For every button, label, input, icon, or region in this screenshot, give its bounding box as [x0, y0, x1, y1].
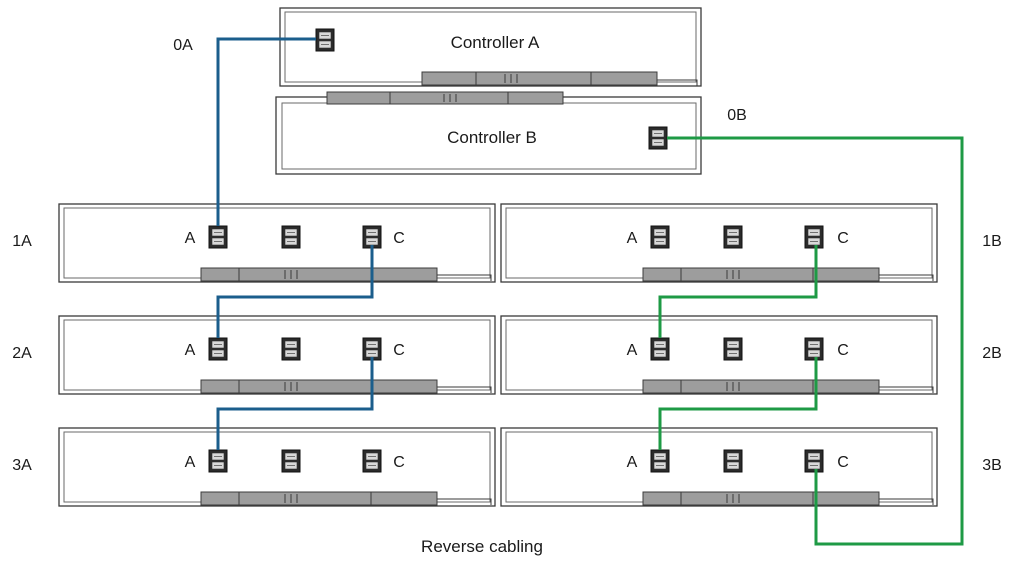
enclosure-3a-port-c: [362, 449, 382, 473]
port-letter-c: C: [393, 454, 405, 471]
enclosure-2b: [500, 315, 938, 395]
enclosure-3b-port-a: [650, 449, 670, 473]
port-letter-c: C: [837, 342, 849, 359]
enclosure-1b-port-c: [804, 225, 824, 249]
enclosure-label-1b: 1B: [982, 233, 1002, 250]
cables-b: [658, 136, 964, 546]
enclosure-1b-port-b: [723, 225, 743, 249]
enclosure-3a-port-b: [281, 449, 301, 473]
enclosure-2b-port-b: [723, 337, 743, 361]
port-label-0b: 0B: [727, 107, 747, 124]
port-letter-labels: A C A C A C A C A C A C: [185, 230, 849, 471]
enclosure-1a-port-a: [208, 225, 228, 249]
enclosure-1a: [58, 203, 496, 283]
enclosure-3b-port-b: [723, 449, 743, 473]
enclosure-2b-port-a: [650, 337, 670, 361]
enclosure-3b: [500, 427, 938, 507]
enclosure-label-3b: 3B: [982, 457, 1002, 474]
port-letter-a: A: [185, 230, 196, 247]
enclosure-1a-port-c: [362, 225, 382, 249]
port-letter-a: A: [627, 454, 638, 471]
enclosure-label-3a: 3A: [12, 457, 32, 474]
port-letter-c: C: [837, 230, 849, 247]
cable-0a-to-1a: [216, 37, 316, 226]
controller-b: Controller B: [275, 91, 702, 175]
controller-b-port: [648, 126, 668, 150]
cable-2a-to-3a: [216, 357, 374, 450]
enclosure-3a-port-a: [208, 449, 228, 473]
port-label-0a: 0A: [173, 37, 193, 54]
cable-3b-to-2b: [658, 357, 818, 450]
enclosure-1b: [500, 203, 938, 283]
port-letter-a: A: [185, 454, 196, 471]
cables-a: [216, 37, 374, 450]
cable-0b-to-3b: [667, 136, 964, 546]
diagram-caption: Reverse cabling: [421, 537, 543, 556]
controller-a-port: [315, 28, 335, 52]
port-letter-a: A: [627, 342, 638, 359]
enclosure-2a-port-c: [362, 337, 382, 361]
port-letter-c: C: [393, 230, 405, 247]
controller-a-name: Controller A: [451, 33, 540, 52]
enclosure-1b-port-a: [650, 225, 670, 249]
cable-2b-to-1b: [658, 245, 818, 338]
enclosure-2a: [58, 315, 496, 395]
enclosure-label-1a: 1A: [12, 233, 32, 250]
port-letter-a: A: [185, 342, 196, 359]
controller-a: Controller A: [279, 7, 702, 87]
enclosure-label-2b: 2B: [982, 345, 1002, 362]
enclosure-2a-port-b: [281, 337, 301, 361]
enclosure-label-2a: 2A: [12, 345, 32, 362]
enclosure-3b-port-c: [804, 449, 824, 473]
port-letter-a: A: [627, 230, 638, 247]
enclosure-1a-port-b: [281, 225, 301, 249]
enclosure-2b-port-c: [804, 337, 824, 361]
cable-1a-to-2a: [216, 245, 374, 338]
enclosure-2a-port-a: [208, 337, 228, 361]
port-letter-c: C: [393, 342, 405, 359]
controller-b-name: Controller B: [447, 128, 537, 147]
port-letter-c: C: [837, 454, 849, 471]
enclosure-3a: [58, 427, 496, 507]
